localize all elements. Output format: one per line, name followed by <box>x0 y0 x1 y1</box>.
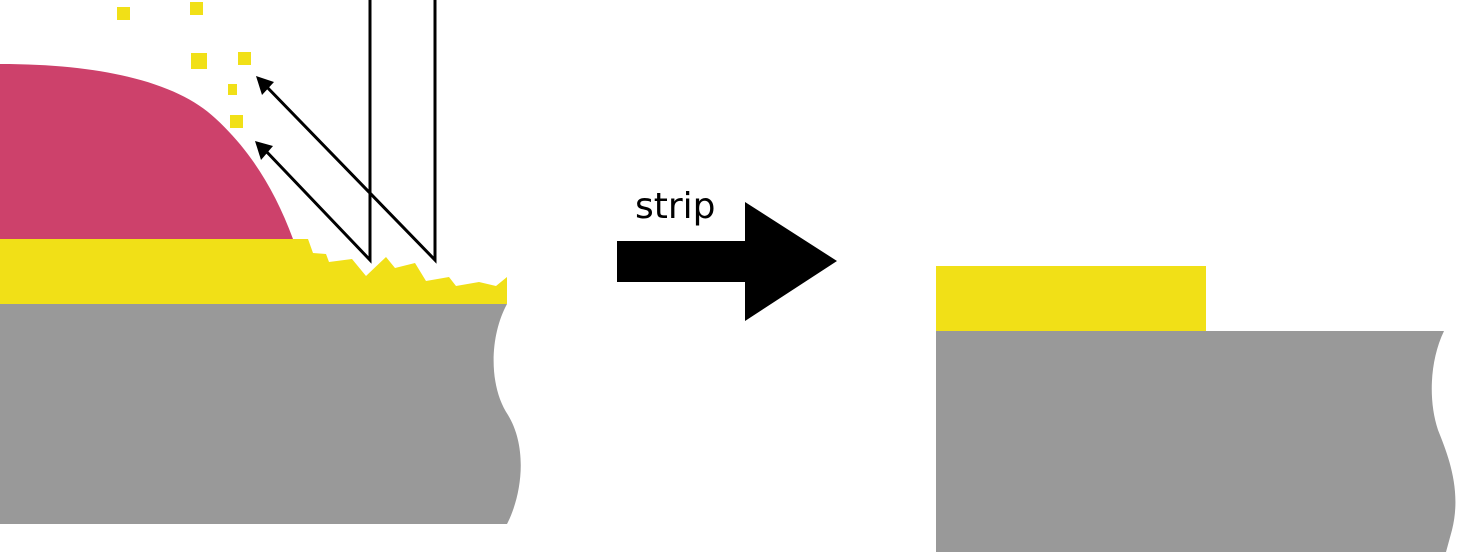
metal-layer-after <box>936 266 1206 331</box>
arrowhead-icon <box>256 76 274 95</box>
substrate-before <box>0 304 521 524</box>
right-arrow-icon <box>617 202 837 321</box>
beam-2 <box>262 0 437 264</box>
metal-layer-before <box>0 239 507 304</box>
particle <box>230 115 243 128</box>
arrowhead-icon <box>255 141 273 160</box>
particle <box>238 52 251 65</box>
particle <box>117 7 130 20</box>
metal-particles <box>117 2 251 128</box>
process-arrow: strip <box>617 186 837 321</box>
substrate-after <box>936 331 1456 552</box>
particle <box>190 2 203 15</box>
beam-1 <box>262 0 372 264</box>
before-stack <box>0 0 521 524</box>
reflected-beams <box>262 0 437 264</box>
particle <box>228 84 237 95</box>
particle <box>191 53 207 69</box>
resist-layer <box>0 64 293 239</box>
after-stack <box>936 266 1456 552</box>
process-label: strip <box>635 186 716 227</box>
